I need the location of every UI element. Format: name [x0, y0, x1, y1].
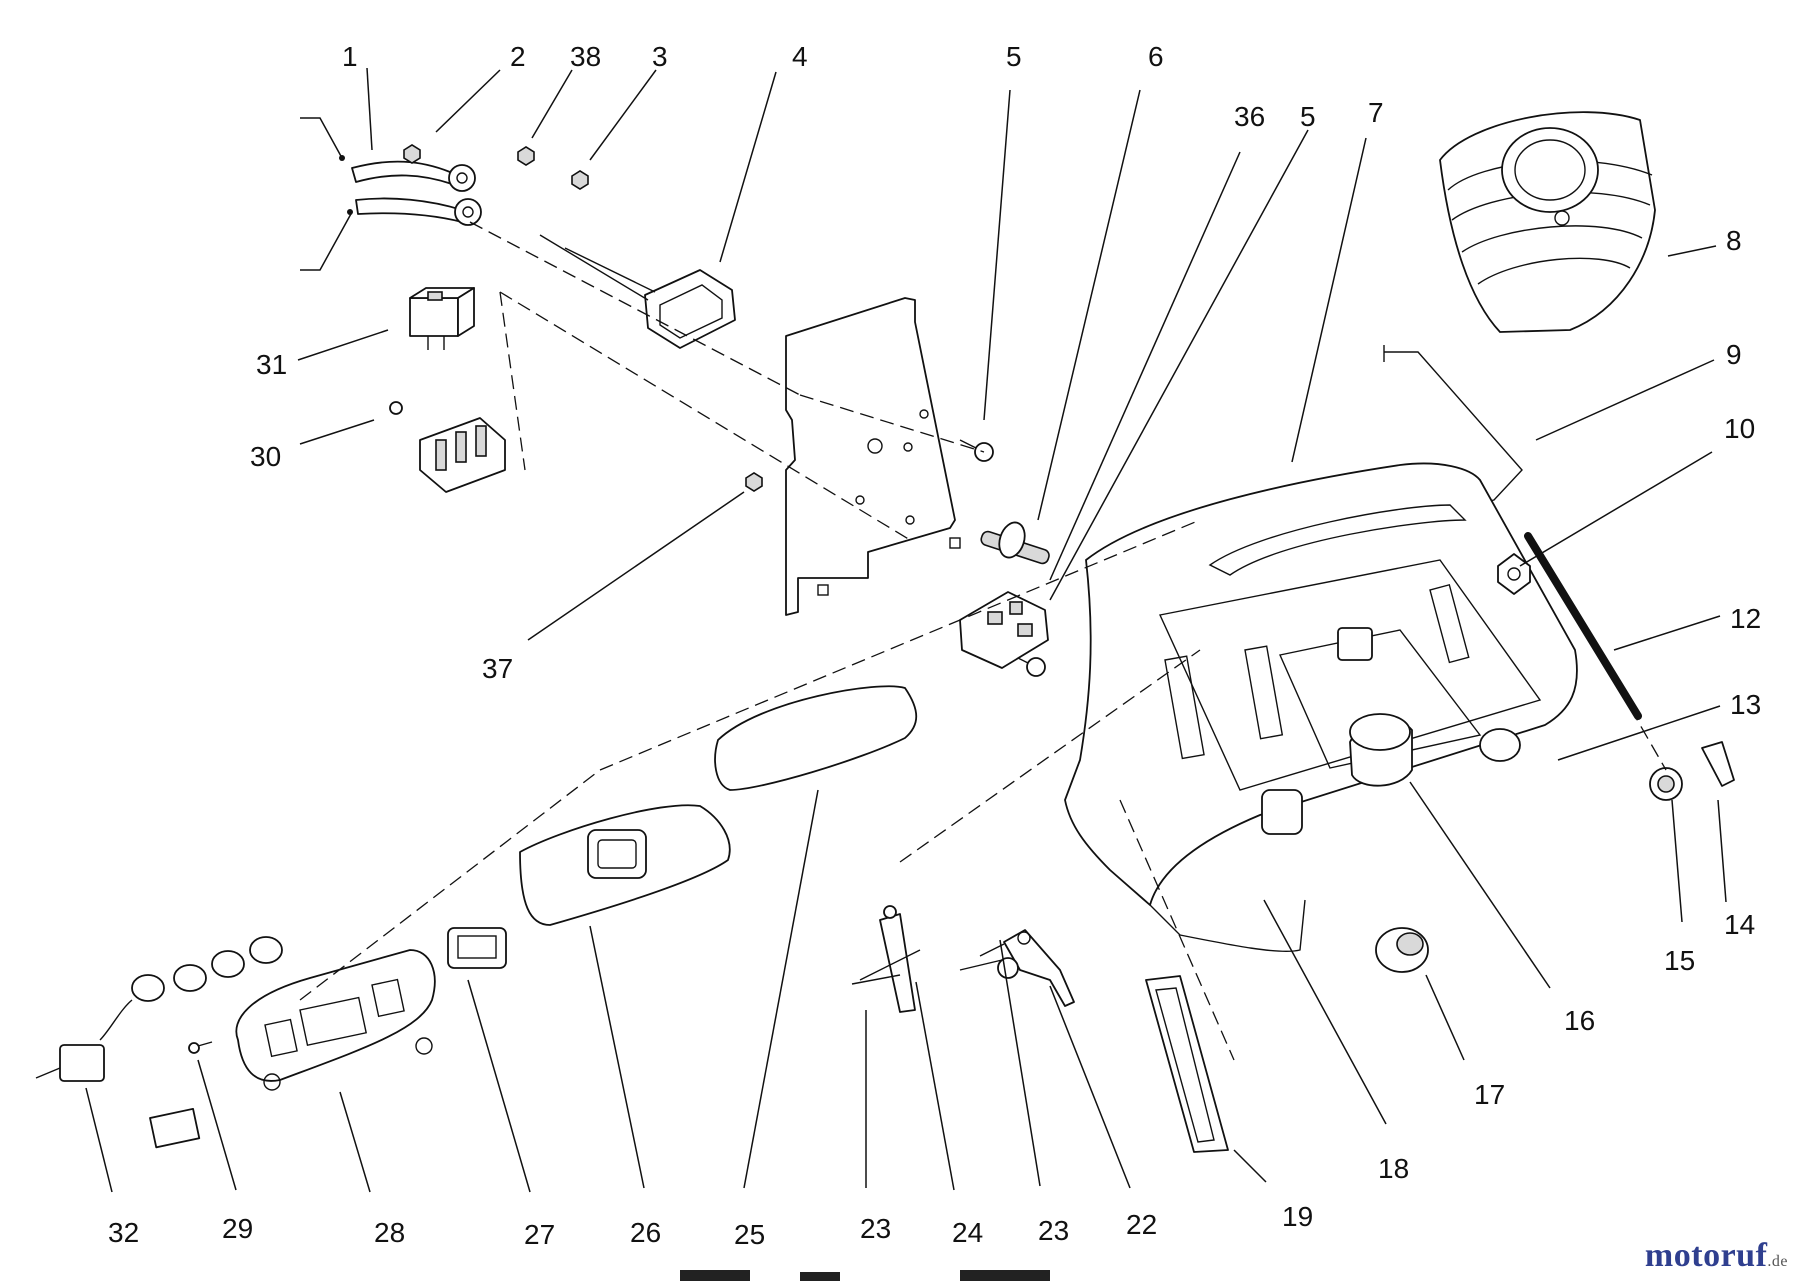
callout-7: 7: [1368, 97, 1384, 128]
callout-26: 26: [630, 1217, 661, 1248]
relay-part: [409, 287, 475, 350]
dash-trim-part: [714, 685, 918, 791]
callout-3: 3: [652, 41, 668, 72]
callout-29: 29: [222, 1213, 253, 1244]
callout-1: 1: [342, 41, 358, 72]
callout-27: 27: [524, 1219, 555, 1250]
callout-labels: 1 2 38 3 4 5 6 36 5 7 8 9 10 12 13 14 15…: [108, 41, 1761, 1250]
throttle-switch-part: [1349, 713, 1413, 787]
light-lens-part: [1145, 975, 1229, 1153]
nut-washer-part: [1649, 741, 1735, 801]
callout-38: 38: [570, 41, 601, 72]
connector-part: [447, 927, 507, 969]
callout-28: 28: [374, 1217, 405, 1248]
callout-24: 24: [952, 1217, 983, 1248]
shaft-bushing-part: [980, 521, 1050, 565]
callout-16: 16: [1564, 1005, 1595, 1036]
callout-10: 10: [1724, 413, 1755, 444]
ignition-switch-part: [959, 591, 1049, 669]
callout-30: 30: [250, 441, 281, 472]
callout-23-right: 23: [1038, 1215, 1069, 1246]
control-panel-housing-part: [1064, 462, 1578, 953]
watermark-brand: motoruf: [1644, 1237, 1768, 1274]
callout-18: 18: [1378, 1153, 1409, 1184]
headlight-housing-part: [519, 804, 731, 926]
callout-14: 14: [1724, 909, 1755, 940]
callout-9: 9: [1726, 339, 1742, 370]
solenoid-part: [539, 234, 736, 349]
fuse-block-part: [389, 401, 506, 493]
leader-lines: [85, 67, 1727, 1193]
callout-31: 31: [256, 349, 287, 380]
callout-37: 37: [482, 653, 513, 684]
callout-4: 4: [792, 41, 808, 72]
callout-13: 13: [1730, 689, 1761, 720]
callout-23-left: 23: [860, 1213, 891, 1244]
callout-32: 32: [108, 1217, 139, 1248]
callout-8: 8: [1726, 225, 1742, 256]
callout-12: 12: [1730, 603, 1761, 634]
shaft-rod-part: [1524, 532, 1642, 720]
callout-25: 25: [734, 1219, 765, 1250]
assembly-lines: [299, 221, 1667, 1061]
cropped-heading-fragment: [680, 1270, 1050, 1281]
callout-17: 17: [1474, 1079, 1505, 1110]
shift-boot-part: [1439, 111, 1656, 333]
callout-36: 36: [1234, 101, 1265, 132]
callout-5-top: 5: [1006, 41, 1022, 72]
callout-19: 19: [1282, 1201, 1313, 1232]
callout-22: 22: [1126, 1209, 1157, 1240]
light-bar-part: [235, 949, 436, 1091]
lamp-socket-part: [1375, 927, 1429, 973]
watermark-tld: .de: [1767, 1253, 1788, 1270]
hex-nut-part: [403, 144, 763, 492]
mounting-bracket-part: [785, 297, 961, 616]
callout-15: 15: [1664, 945, 1695, 976]
callout-5-mid: 5: [1300, 101, 1316, 132]
bulb-set-part: [35, 936, 283, 1149]
wire-harness-part: [339, 155, 482, 226]
callout-6: 6: [1148, 41, 1164, 72]
callout-2: 2: [510, 41, 526, 72]
watermark-logo: motoruf.de: [1645, 1237, 1788, 1275]
linkage-lever-part: [851, 905, 1075, 1013]
light-screw-part: [188, 1041, 213, 1054]
